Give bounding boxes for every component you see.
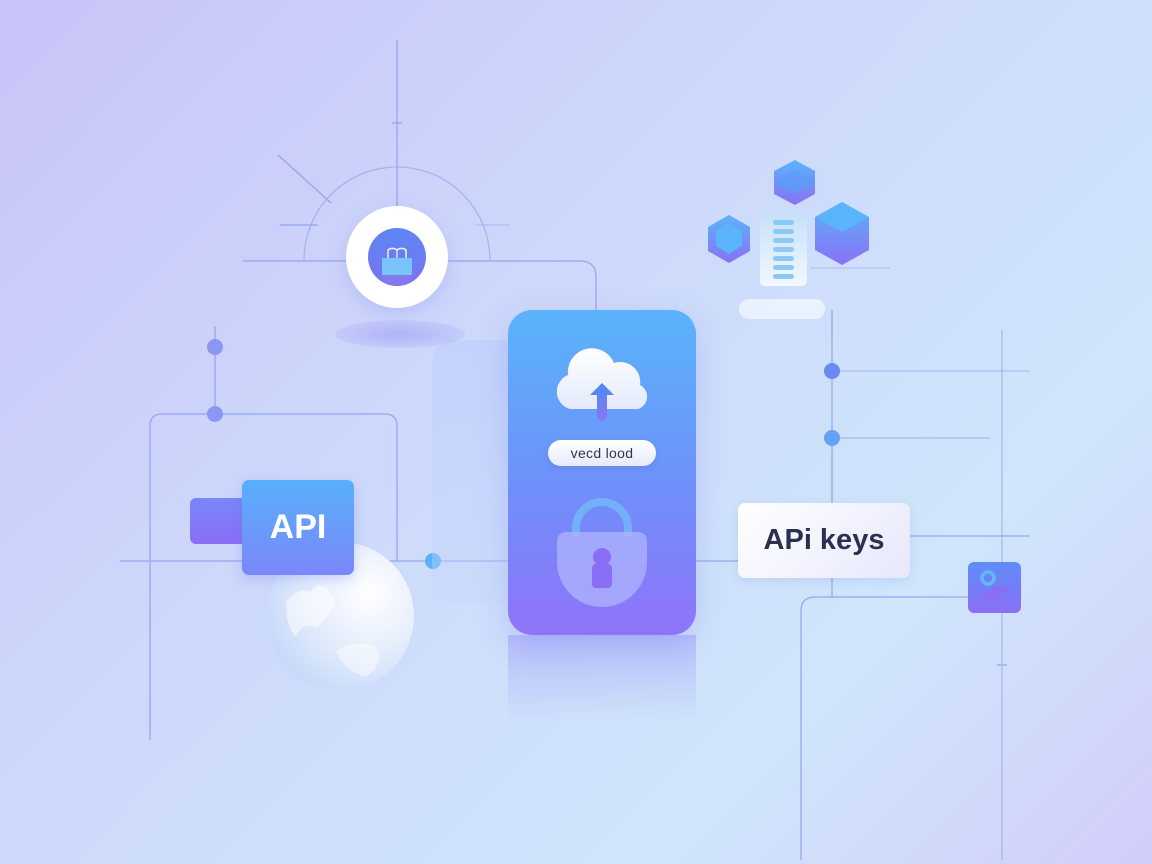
status-bar-placeholder [739, 299, 825, 319]
key-icon [968, 562, 1021, 613]
hexagon-icon [708, 215, 750, 263]
cube-icon [815, 202, 869, 265]
api-badge: API [242, 480, 354, 575]
card-reflection [508, 635, 696, 720]
padlock-user-icon [557, 498, 647, 607]
server-icon [760, 213, 807, 286]
lock-icon [368, 228, 426, 286]
api-keys-card: APi keys [738, 503, 910, 578]
badge-shadow [335, 320, 465, 348]
hexagon-cube-cluster [708, 160, 869, 265]
cloud-upload-icon [556, 348, 648, 421]
status-pill: vecd lood [548, 440, 656, 466]
hexagon-icon [774, 160, 815, 205]
api-tab [190, 498, 250, 544]
